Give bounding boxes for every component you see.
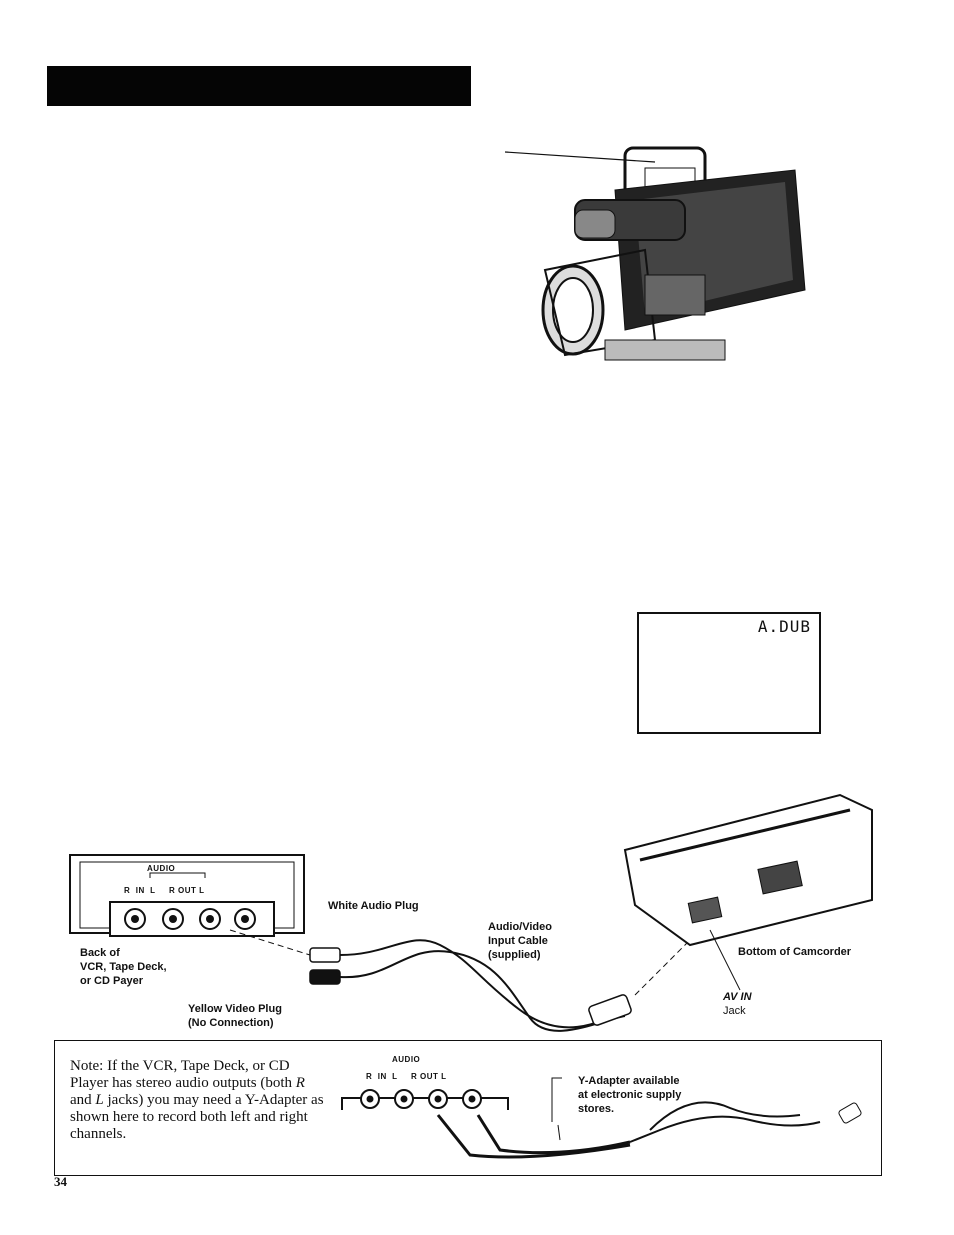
adapter-label-2: at electronic supply <box>578 1089 682 1101</box>
jack-row-label: R IN L R OUT L <box>124 886 205 895</box>
note-text-3: jacks) you may need a Y-Adapter as shown… <box>70 1092 324 1142</box>
camcorder-bottom-label: Bottom of Camcorder <box>738 946 852 958</box>
note-text-1: If the VCR, Tape Deck, or CD Player has … <box>70 1058 296 1091</box>
yellow-plug-label-1: Yellow Video Plug <box>188 1003 282 1015</box>
av-in-label: AV IN <box>723 991 752 1003</box>
camcorder-illustration <box>505 146 806 361</box>
display-mode-text: A.DUB <box>757 617 811 636</box>
yellow-plug-label-2: (No Connection) <box>188 1017 274 1029</box>
adapter-label-3: stores. <box>578 1103 615 1115</box>
note-jack-row-label: R IN L R OUT L <box>366 1072 447 1081</box>
note-lead: Note: <box>70 1058 104 1074</box>
back-label-3: or CD Payer <box>80 975 143 987</box>
viewfinder-display: A.DUB <box>637 612 821 734</box>
cable-label-3: (supplied) <box>488 949 541 961</box>
note-r: R <box>295 1075 305 1091</box>
note-box <box>54 1040 882 1176</box>
y-adapter-diagram <box>341 1077 862 1159</box>
note-text: Note: If the VCR, Tape Deck, or CD Playe… <box>70 1058 330 1143</box>
header-bar <box>47 66 471 106</box>
audio-group-label: AUDIO <box>147 864 176 873</box>
cable-label-1: Audio/Video <box>488 921 552 933</box>
white-plug-label: White Audio Plug <box>328 900 419 912</box>
note-text-2: and <box>70 1092 96 1108</box>
adapter-label-1: Y-Adapter available <box>578 1075 680 1087</box>
note-l: L <box>95 1092 104 1108</box>
connection-diagram <box>69 793 873 1032</box>
cable-label-2: Input Cable <box>488 935 548 947</box>
back-label-2: VCR, Tape Deck, <box>80 961 167 973</box>
back-label-1: Back of <box>80 947 120 959</box>
note-audio-group-label: AUDIO <box>392 1055 421 1064</box>
av-in-jack-label: Jack <box>723 1005 746 1017</box>
page-number: 34 <box>54 1174 67 1189</box>
